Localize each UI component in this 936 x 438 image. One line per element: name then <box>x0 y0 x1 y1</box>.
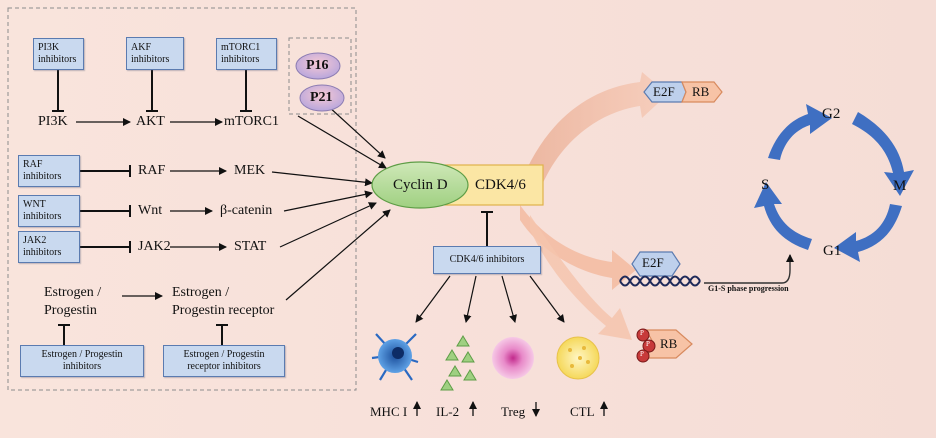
mhc-label: MHC I <box>370 404 408 419</box>
signaling-region <box>7 7 357 391</box>
p16-protein <box>295 52 341 80</box>
cki-region <box>288 37 352 115</box>
estrogen-label: Estrogen / Progestin <box>44 285 102 318</box>
ctl-label: CTL <box>570 404 595 419</box>
beta-catenin-label: β-catenin <box>220 203 273 218</box>
phospho-badge-2 <box>642 339 656 353</box>
raf-label: RAF <box>138 163 166 178</box>
p16-label: P16 <box>306 58 329 73</box>
mtorc1-label: mTORC1 <box>224 114 279 129</box>
g2-label: G2 <box>822 106 841 122</box>
fan-arrow-to-e2f-rb <box>520 72 668 190</box>
pi3k-inhibitors-box: PI3K inhibitors <box>33 38 84 70</box>
akt-label: AKT <box>136 114 165 129</box>
wnt-label: Wnt <box>138 203 163 218</box>
e2f-bound-shape <box>631 251 681 277</box>
g1-label: G1 <box>823 243 842 259</box>
treg-cell-icon <box>492 337 534 379</box>
rb-top-label: RB <box>692 84 710 99</box>
estrogen-receptor-label: Estrogen / Progestin receptor <box>172 285 275 318</box>
mhc-cell-icon <box>371 333 419 381</box>
mek-label: MEK <box>234 163 266 178</box>
pi3k-label: PI3K <box>38 114 68 129</box>
raf-inhibitors-box: RAF inhibitors <box>18 155 80 187</box>
e2f-bound-label: E2F <box>642 255 664 270</box>
mtorc1-inhibitors-box: mTORC1 inhibitors <box>216 38 277 70</box>
cdk46-inhibitors-box: CDK4/6 inhibitors <box>433 246 541 274</box>
jak2-label: JAK2 <box>138 239 171 254</box>
p21-protein <box>299 84 345 112</box>
phospho-label-1: P <box>640 329 644 337</box>
cyclin-d-ellipse <box>371 161 469 209</box>
cdk46-label: CDK4/6 <box>475 177 526 193</box>
dna-helix <box>619 275 701 287</box>
wnt-inhibitors-box: WNT inhibitors <box>18 195 80 227</box>
p21-label: P21 <box>310 90 333 105</box>
phospho-label-2: P <box>646 340 650 348</box>
phospho-label-3: P <box>640 350 644 358</box>
estrogen-progestin-inhibitors-box: Estrogen / Progestin inhibitors <box>20 345 144 377</box>
g1s-progression-label: G1-S phase progression <box>708 284 789 293</box>
il2-icon <box>440 335 477 391</box>
ctl-cell-icon <box>556 336 600 380</box>
il2-label: IL-2 <box>436 404 460 419</box>
progression-arrow <box>704 254 794 284</box>
akf-inhibitors-box: AKF inhibitors <box>126 37 184 70</box>
fan-arrow-to-p-rb <box>530 215 632 340</box>
receptor-inhibitors-box: Estrogen / Progestin receptor inhibitors <box>163 345 285 377</box>
s-label: S <box>761 177 770 193</box>
rb-top-shape <box>681 81 723 103</box>
cyclin-d-label: Cyclin D <box>393 177 448 193</box>
m-label: M <box>893 178 907 194</box>
treg-label: Treg <box>501 404 526 419</box>
jak2-inhibitors-box: JAK2 inhibitors <box>18 231 80 263</box>
phospho-badge-1 <box>636 328 650 342</box>
e2f-top-label: E2F <box>653 84 675 99</box>
rb-phospho-label: RB <box>660 336 678 351</box>
phospho-badge-3 <box>636 349 650 363</box>
cell-cycle-arrows <box>754 104 914 262</box>
fan-arrow-to-e2f <box>520 205 636 290</box>
stat-label: STAT <box>234 239 267 254</box>
